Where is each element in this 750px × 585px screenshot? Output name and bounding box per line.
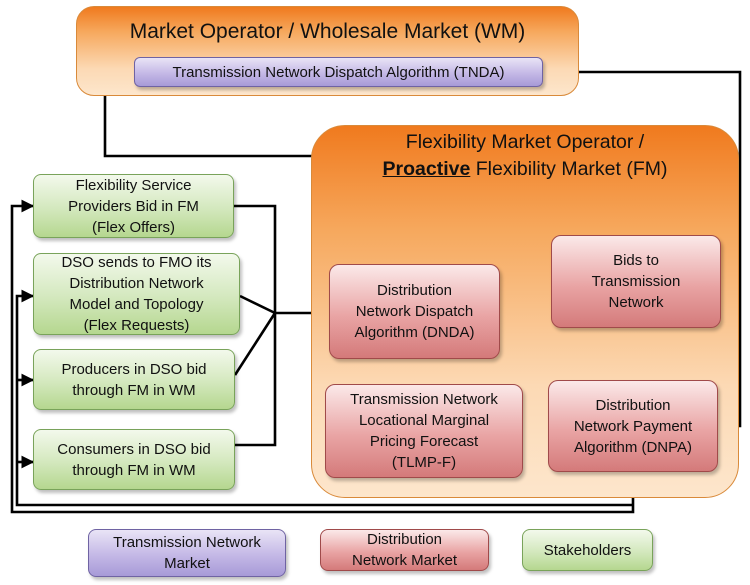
- dnpa-line3: Algorithm (DNPA): [573, 438, 693, 456]
- legend-transmission: Transmission Network Market: [88, 529, 286, 577]
- tlmpf-line4: (TLMP-F): [391, 454, 457, 471]
- bids-line3: Network: [608, 294, 664, 311]
- dnpa-box: Distribution Network Payment Algorithm (…: [548, 380, 718, 472]
- dnpa-feedback-connector: [10, 199, 635, 514]
- fsp-connector: [234, 204, 277, 313]
- producers-line1: Producers in DSO bid: [61, 360, 207, 378]
- legend-distribution: Distribution Network Market: [320, 529, 489, 571]
- fsp-box: Flexibility Service Providers Bid in FM …: [33, 174, 234, 238]
- bids-line1: Bids to: [613, 252, 659, 269]
- dso-line2: Distribution Network: [69, 275, 204, 292]
- dnda-box: Distribution Network Dispatch Algorithm …: [329, 264, 500, 359]
- flexibility-market-title-line1: Flexibility Market Operator /: [405, 131, 645, 153]
- dso-connector: [239, 294, 276, 315]
- consumers-line2: through FM in WM: [72, 461, 196, 479]
- dnpa-line1: Distribution: [595, 396, 671, 414]
- fsp-line2: Providers Bid in FM: [68, 197, 199, 215]
- consumers-line1: Consumers in DSO bid: [57, 440, 211, 458]
- dnda-line1: Distribution: [376, 282, 453, 299]
- legend-transmission-line1: Transmission Network: [113, 534, 261, 551]
- legend-stakeholders-label: Stakeholders: [543, 541, 632, 559]
- legend-transmission-line2: Market: [164, 555, 210, 572]
- bids-box: Bids to Transmission Network: [551, 235, 721, 328]
- fsp-line3: (Flex Offers): [91, 218, 176, 236]
- bids-line2: Transmission: [591, 273, 681, 290]
- tnda-box: Transmission Network Dispatch Algorithm …: [134, 57, 543, 87]
- dso-line4: (Flex Requests): [83, 317, 190, 334]
- consumers-connector: [235, 313, 277, 447]
- proactive-emphasis: Proactive: [382, 158, 471, 180]
- flexibility-market-title-line2: Proactive Flexibility Market (FM): [383, 156, 668, 183]
- dso-box: DSO sends to FMO its Distribution Networ…: [33, 253, 240, 335]
- tnda-label: Transmission Network Dispatch Algorithm …: [172, 63, 505, 81]
- dnda-line3: Algorithm (DNDA): [354, 324, 475, 341]
- wholesale-market-title: Market Operator / Wholesale Market (WM): [129, 20, 526, 43]
- tlmpf-line2: Locational Marginal: [358, 412, 490, 429]
- consumers-box: Consumers in DSO bid through FM in WM: [33, 429, 235, 490]
- dso-line1: DSO sends to FMO its: [61, 254, 212, 271]
- producers-line2: through FM in WM: [72, 381, 196, 399]
- tlmpf-box: Transmission Network Locational Marginal…: [325, 384, 523, 478]
- dnda-line2: Network Dispatch: [355, 303, 474, 320]
- legend-distribution-line1: Distribution: [366, 531, 443, 548]
- flexibility-market-title-rest: Flexibility Market (FM): [470, 158, 668, 180]
- fsp-line1: Flexibility Service: [75, 176, 192, 194]
- legend-stakeholders: Stakeholders: [522, 529, 653, 571]
- producers-connector: [233, 312, 277, 376]
- dso-line3: Model and Topology: [69, 296, 204, 313]
- legend-distribution-line2: Network Market: [351, 552, 458, 569]
- feedback-inner-connector: [15, 289, 633, 507]
- tlmpf-line3: Pricing Forecast: [369, 433, 479, 450]
- producers-box: Producers in DSO bid through FM in WM: [33, 349, 235, 410]
- tlmpf-line1: Transmission Network: [350, 391, 498, 408]
- dnpa-line2: Network Payment: [573, 417, 693, 435]
